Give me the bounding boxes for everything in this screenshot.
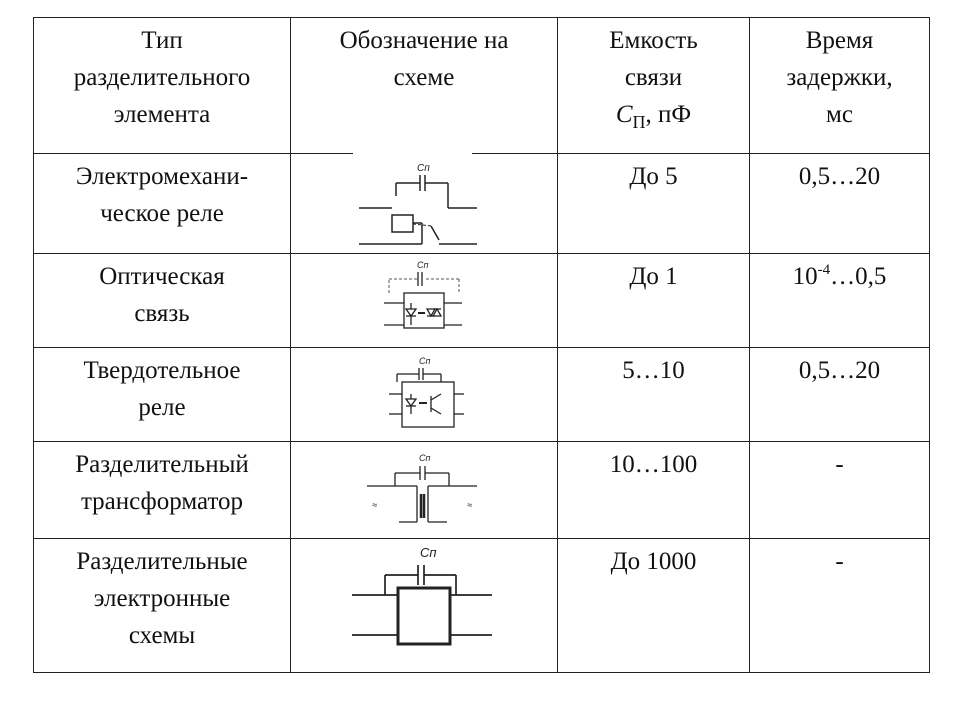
type-line: Разделительный bbox=[75, 451, 249, 478]
header-capacity-line-1: Емкость bbox=[609, 27, 698, 54]
header-symbol-line-2: схеме bbox=[393, 64, 455, 91]
type-cell: Электромехани- ческое реле bbox=[33, 153, 291, 254]
capacity-cell: До 1 bbox=[557, 253, 750, 348]
ac-mark-icon: ≈ bbox=[372, 500, 377, 510]
type-line: ческое реле bbox=[100, 200, 224, 227]
type-cell: Разделительные электронные схемы bbox=[33, 538, 291, 673]
capacity-symbol: C bbox=[615, 101, 633, 128]
delay-base: 10 bbox=[792, 263, 818, 290]
header-delay-line-2: задержки, bbox=[786, 64, 893, 91]
optocoupler-symbol-icon: Сп bbox=[384, 260, 462, 329]
capacity-cell: До 1000 bbox=[557, 538, 750, 673]
table-row: Разделительный трансформатор Сп ≈ ≈ 10…1… bbox=[33, 441, 930, 539]
delay-rest: …0,5 bbox=[830, 263, 887, 290]
type-line: Оптическая bbox=[99, 263, 225, 290]
capacity-cell: 10…100 bbox=[557, 441, 750, 539]
type-line: трансформатор bbox=[80, 488, 244, 515]
isolation-elements-table: Тип разделительного элемента Обозначение… bbox=[33, 17, 930, 673]
header-capacity: Емкость связи CП, пФ bbox=[557, 17, 750, 154]
header-delay-line-1: Время bbox=[805, 27, 874, 54]
capacity-cell: До 5 bbox=[557, 153, 750, 254]
delay-cell: 10-4…0,5 bbox=[749, 253, 930, 348]
delay-cell: - bbox=[749, 441, 930, 539]
header-type-line-3: элемента bbox=[113, 101, 211, 128]
symbol-cell: Cп bbox=[290, 538, 558, 673]
type-line: схемы bbox=[128, 622, 196, 649]
delay-exponent: -4 bbox=[817, 262, 831, 278]
table-row: Электромехани- ческое реле Сп До 5 0,5…2… bbox=[33, 153, 930, 254]
isolation-circuit-symbol-icon: Cп bbox=[351, 545, 492, 646]
capacity-unit: , пФ bbox=[645, 101, 692, 128]
symbol-cell: Сп bbox=[290, 253, 558, 348]
capacity-symbol-subscript: П bbox=[632, 112, 646, 132]
capacitor-label: Сп bbox=[417, 163, 430, 174]
ac-mark-icon: ≈ bbox=[467, 500, 472, 510]
transformer-symbol-icon: Сп ≈ ≈ bbox=[366, 453, 477, 523]
capacity-cell: 5…10 bbox=[557, 347, 750, 442]
table-row: Оптическая связь bbox=[33, 253, 930, 348]
type-cell: Оптическая связь bbox=[33, 253, 291, 348]
header-delay-line-3: мс bbox=[826, 101, 853, 128]
header-delay: Время задержки, мс bbox=[749, 17, 930, 154]
delay-cell: 0,5…20 bbox=[749, 347, 930, 442]
header-symbol-line-1: Обозначение на bbox=[339, 27, 509, 54]
type-line: Электромехани- bbox=[75, 163, 249, 190]
header-symbol: Обозначение на схеме bbox=[290, 17, 558, 154]
header-row: Тип разделительного элемента Обозначение… bbox=[33, 17, 930, 154]
relay-symbol-icon: Сп bbox=[359, 163, 477, 245]
capacitor-label: Сп bbox=[419, 356, 430, 366]
header-capacity-line-3: CП, пФ bbox=[562, 96, 745, 133]
table-row: Твердотельное реле Сп bbox=[33, 347, 930, 442]
border-gap bbox=[353, 150, 472, 160]
capacitor-label: Сп bbox=[419, 453, 430, 463]
delay-cell: - bbox=[749, 538, 930, 673]
type-line: Разделительные bbox=[76, 548, 248, 575]
header-type-line-2: разделительного bbox=[73, 64, 251, 91]
type-cell: Разделительный трансформатор bbox=[33, 441, 291, 539]
type-line: реле bbox=[138, 394, 186, 421]
capacitor-label: Сп bbox=[417, 260, 428, 270]
symbol-cell: Сп bbox=[290, 153, 558, 254]
solid-state-relay-symbol-icon: Сп bbox=[389, 356, 464, 428]
type-line: Твердотельное bbox=[83, 357, 241, 384]
capacitor-label: Cп bbox=[420, 545, 437, 560]
symbol-cell: Сп bbox=[290, 347, 558, 442]
header-type: Тип разделительного элемента bbox=[33, 17, 291, 154]
header-capacity-line-2: связи bbox=[624, 64, 683, 91]
delay-cell: 0,5…20 bbox=[749, 153, 930, 254]
table-row: Разделительные электронные схемы Cп До 1… bbox=[33, 538, 930, 673]
type-cell: Твердотельное реле bbox=[33, 347, 291, 442]
symbol-cell: Сп ≈ ≈ bbox=[290, 441, 558, 539]
header-type-line-1: Тип bbox=[141, 27, 183, 54]
type-line: связь bbox=[134, 300, 190, 327]
type-line: электронные bbox=[93, 585, 231, 612]
